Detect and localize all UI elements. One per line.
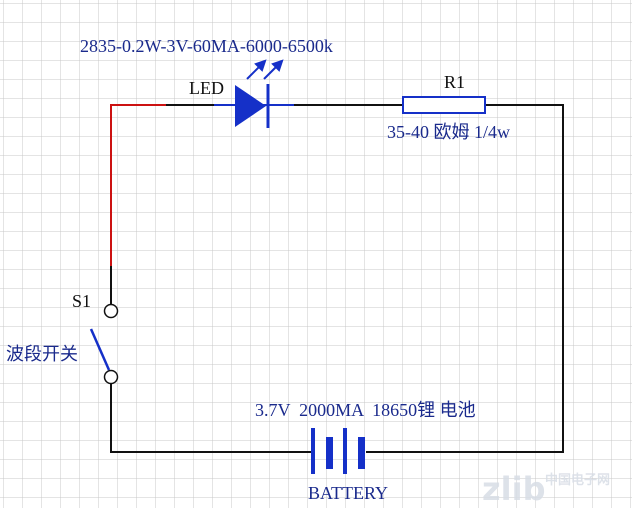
red-wire <box>110 104 166 266</box>
led-symbol <box>214 59 294 128</box>
resistor-label: R1 <box>444 72 465 92</box>
led-triangle <box>235 85 266 127</box>
battery-symbol <box>311 428 365 474</box>
battery-cell-4 <box>358 437 365 469</box>
switch-terminal-bottom <box>103 369 119 385</box>
battery-label: BATTERY <box>308 483 388 503</box>
switch-terminal-top <box>103 303 119 319</box>
battery-cell-3 <box>343 428 347 474</box>
wires <box>110 104 564 453</box>
battery-cell-1 <box>311 428 315 474</box>
wire-right <box>366 104 564 453</box>
switch-symbol <box>89 303 119 385</box>
battery-spec-label: 3.7V 2000MA 18650锂 电池 <box>255 400 476 420</box>
switch-lever <box>89 328 111 371</box>
light-arrows-icon <box>246 59 284 80</box>
led-label: LED <box>189 78 224 98</box>
led-spec-label: 2835-0.2W-3V-60MA-6000-6500k <box>80 36 333 56</box>
svg-text:zlib: zlib <box>482 470 545 508</box>
wire-bottom-left <box>110 384 312 453</box>
battery-cell-2 <box>326 437 333 469</box>
watermark-logo: zlib 中国电子网 <box>482 470 610 508</box>
watermark-text: 中国电子网 <box>545 472 610 488</box>
switch-desc-label: 波段开关 <box>6 344 78 364</box>
resistor-spec-label: 35-40 欧姆 1/4w <box>387 122 510 142</box>
resistor-symbol <box>402 96 486 114</box>
switch-label: S1 <box>72 291 91 311</box>
